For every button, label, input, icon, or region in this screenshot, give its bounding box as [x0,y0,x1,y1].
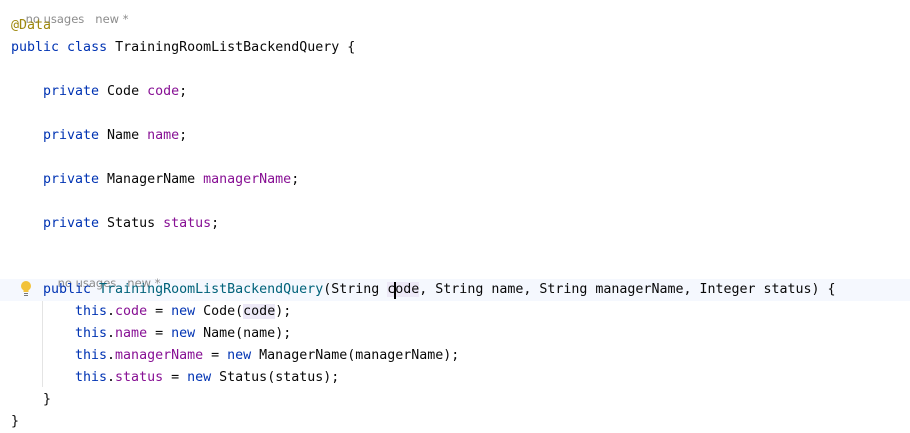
current-line-highlight [0,279,910,301]
code-token: new [187,370,220,385]
code-line[interactable]: this.code = new Code(code); [75,301,291,323]
code-token: public [43,282,100,297]
code-token: Code [107,84,148,99]
code-token: . [107,370,116,385]
code-token: class [67,40,116,55]
code-token: Code( [203,304,244,319]
code-token: . [107,326,116,341]
indent-guide [42,301,43,387]
code-line[interactable]: @Data [11,15,51,37]
code-token: private [43,84,108,99]
code-token: Status [107,216,164,231]
usages-hint[interactable]: no usages [25,12,85,26]
code-token: this [75,348,108,363]
code-token: code [387,282,420,297]
code-line[interactable]: private Name name; [43,125,187,147]
code-token: (String [323,282,388,297]
code-line[interactable]: private Code code; [43,81,187,103]
code-token: ManagerName [107,172,204,187]
author-hint[interactable]: new * [127,276,161,290]
code-token: status [163,216,212,231]
code-token: ; [179,128,188,143]
code-token: this [75,326,108,341]
code-token: = [203,348,228,363]
code-token: ); [275,304,292,319]
author-hint[interactable]: new * [95,12,129,26]
code-token: @Data [11,18,52,33]
code-token: Status(status); [219,370,340,385]
code-vision-hint[interactable]: no usages new * [11,0,129,40]
code-token: } [43,392,52,407]
code-token: ; [179,84,188,99]
code-token: this [75,304,108,319]
text-caret [394,282,396,299]
code-token: code [243,304,276,319]
code-token: = [147,304,172,319]
code-token: private [43,172,108,187]
code-token: public [11,40,68,55]
code-token: Name [107,128,148,143]
code-token: new [171,326,204,341]
code-line[interactable]: this.name = new Name(name); [75,323,291,345]
code-vision-hint[interactable]: no usages new * [43,262,161,304]
code-line[interactable]: public TrainingRoomListBackendQuery(Stri… [43,279,836,301]
code-line[interactable]: this.managerName = new ManagerName(manag… [75,345,459,367]
code-line[interactable]: private Status status; [43,213,219,235]
code-token: ; [291,172,300,187]
code-token: private [43,216,108,231]
code-token: managerName [115,348,204,363]
code-token: new [171,304,204,319]
code-token: status [115,370,164,385]
code-token: code [115,304,148,319]
code-token: . [107,304,116,319]
usages-hint[interactable]: no usages [57,276,117,290]
code-token: name [147,128,180,143]
code-token: code [147,84,180,99]
code-token: TrainingRoomListBackendQuery [99,282,324,297]
code-token: } [11,414,20,429]
code-token: managerName [203,172,292,187]
code-token: TrainingRoomListBackendQuery { [115,40,356,55]
code-token: name [115,326,148,341]
code-token: this [75,370,108,385]
code-line[interactable]: private ManagerName managerName; [43,169,299,191]
code-line[interactable]: public class TrainingRoomListBackendQuer… [11,37,355,59]
code-token: . [107,348,116,363]
code-token: new [227,348,260,363]
lightbulb-icon[interactable] [20,280,32,298]
code-token: Name(name); [203,326,292,341]
code-line[interactable]: } [43,389,51,411]
code-token: ManagerName(managerName); [259,348,460,363]
code-token: = [163,370,188,385]
code-line[interactable]: } [11,411,19,433]
code-token: ; [211,216,220,231]
code-token: = [147,326,172,341]
code-token: private [43,128,108,143]
code-line[interactable]: this.status = new Status(status); [75,367,339,389]
code-token: , String name, String managerName, Integ… [419,282,836,297]
